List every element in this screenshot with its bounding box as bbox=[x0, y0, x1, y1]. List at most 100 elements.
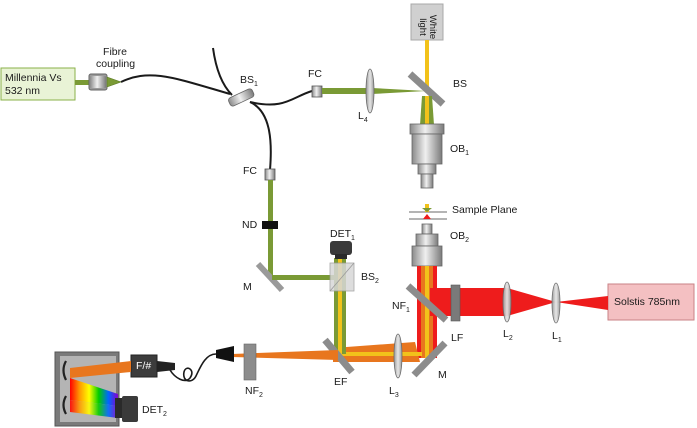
spectrometer-mirror-top bbox=[62, 360, 67, 381]
label-lf: LF bbox=[451, 332, 463, 344]
raman-laser-box bbox=[607, 283, 695, 321]
white-light-text: White light bbox=[417, 14, 438, 40]
label-det2: DET2 bbox=[142, 404, 167, 421]
pump-laser-label: Millennia Vs 532 nm bbox=[5, 72, 75, 98]
label-l1: L1 bbox=[552, 330, 562, 347]
nf1-sub: 1 bbox=[406, 307, 410, 315]
pump-beam-segment bbox=[75, 80, 93, 85]
raman-laser-name: Solstis 785nm bbox=[614, 296, 680, 308]
label-bs: BS bbox=[453, 78, 467, 90]
label-l3: L3 bbox=[389, 385, 399, 402]
pump-laser-name: Millennia Vs bbox=[5, 72, 62, 84]
l4-text: L bbox=[358, 110, 364, 122]
edge-filter-ef bbox=[322, 337, 355, 375]
label-m-right: M bbox=[438, 369, 447, 381]
fibre-coupler-icon bbox=[88, 73, 122, 91]
notch-filter-nf1 bbox=[405, 283, 449, 323]
ob1-sub: 1 bbox=[465, 150, 470, 158]
sample-focus bbox=[423, 214, 431, 219]
lens-l1 bbox=[551, 282, 561, 324]
optical-fibre bbox=[120, 74, 231, 95]
spectrometer-fibre-coupler bbox=[216, 346, 234, 362]
detector-det1 bbox=[330, 241, 352, 259]
optical-fibre bbox=[249, 90, 313, 106]
beamsplitter-cube-bs2 bbox=[329, 262, 355, 292]
label-ob1: OB1 bbox=[450, 143, 469, 160]
label-bs2: BS2 bbox=[361, 271, 379, 288]
ob2-sub: 2 bbox=[465, 237, 470, 245]
pump-laser-box bbox=[0, 67, 76, 101]
spectrometer-input-beam bbox=[70, 361, 131, 378]
lens-l2 bbox=[502, 281, 512, 323]
lens-l4 bbox=[365, 68, 375, 114]
bs-text: BS bbox=[453, 78, 468, 90]
nd-filter bbox=[262, 221, 278, 229]
det2-sub: 2 bbox=[163, 411, 167, 419]
orange-beam-to-spectrometer bbox=[232, 350, 338, 360]
spectrometer-fibre bbox=[169, 353, 217, 382]
green-beam-to-bs2 bbox=[272, 275, 340, 280]
red-beam-to-laser bbox=[556, 296, 608, 310]
fibre-coupling-label: Fibre coupling bbox=[96, 46, 136, 70]
red-beam-l2-cone bbox=[507, 288, 556, 316]
nf2-text: NF bbox=[245, 385, 259, 397]
ob1-text: OB bbox=[450, 143, 466, 155]
l2-text: L bbox=[503, 328, 509, 340]
fibre-output-tip bbox=[157, 361, 175, 372]
lf-text: LF bbox=[451, 332, 464, 344]
fibre-coupling-text: Fibre coupling bbox=[96, 46, 136, 70]
l3-text: L bbox=[389, 385, 395, 397]
lens-l3 bbox=[393, 333, 403, 379]
label-fc-top: FC bbox=[308, 68, 322, 80]
bs2-text: BS bbox=[361, 271, 376, 283]
white-light-box bbox=[410, 3, 444, 41]
label-l2: L2 bbox=[503, 328, 513, 345]
label-ef: EF bbox=[334, 376, 347, 388]
nf2-sub: 2 bbox=[259, 392, 263, 400]
column-beam-core bbox=[425, 96, 429, 126]
label-l4: L4 bbox=[358, 110, 368, 127]
line-filter-lf bbox=[450, 284, 461, 322]
det1-sub: 1 bbox=[351, 235, 355, 243]
sample-plane-text: Sample Plane bbox=[452, 204, 518, 216]
l2-sub: 2 bbox=[508, 335, 513, 343]
spectrometer-dispersed-beam bbox=[70, 378, 118, 406]
det2-text: DET bbox=[142, 404, 163, 416]
fc-top-text: FC bbox=[308, 68, 322, 80]
notch-filter-nf2 bbox=[243, 343, 257, 381]
l1-text: L bbox=[552, 330, 558, 342]
bs2-sub: 2 bbox=[375, 278, 379, 286]
pump-laser-wavelength: 532 nm bbox=[5, 85, 41, 97]
objective-ob2 bbox=[411, 223, 443, 267]
red-beam-main bbox=[430, 288, 508, 316]
label-bs1: BS1 bbox=[240, 74, 258, 91]
sample-focus-green bbox=[422, 208, 432, 212]
l1-sub: 1 bbox=[557, 337, 562, 345]
white-light-label: White light bbox=[411, 6, 443, 40]
label-nf1: NF1 bbox=[392, 300, 410, 317]
mirror-m-right bbox=[411, 340, 448, 378]
fc-top-connector bbox=[311, 85, 323, 98]
orange-beam-yellow-core bbox=[340, 352, 422, 356]
det1-text: DET bbox=[330, 228, 351, 240]
white-light-beam bbox=[425, 40, 429, 92]
f-number-text: F/# bbox=[136, 360, 152, 372]
vertical-beam-bs2-ef-core bbox=[338, 258, 342, 354]
bs1-fibre-splitter bbox=[228, 88, 255, 107]
label-fc-left: FC bbox=[243, 165, 257, 177]
detector-det2 bbox=[115, 396, 138, 422]
nd-text: ND bbox=[242, 219, 258, 231]
label-det1: DET1 bbox=[330, 228, 355, 245]
bs1-text: BS bbox=[240, 74, 255, 86]
l4-sub: 4 bbox=[363, 117, 368, 125]
label-nf2: NF2 bbox=[245, 385, 263, 402]
optical-fibre bbox=[249, 101, 272, 171]
spectrometer-mirror-bottom bbox=[62, 395, 67, 415]
nf1-text: NF bbox=[392, 300, 406, 312]
objective-ob1 bbox=[409, 123, 445, 189]
fc-left-connector bbox=[264, 168, 276, 181]
label-ob2: OB2 bbox=[450, 230, 469, 247]
label-sample-plane: Sample Plane bbox=[452, 204, 517, 216]
